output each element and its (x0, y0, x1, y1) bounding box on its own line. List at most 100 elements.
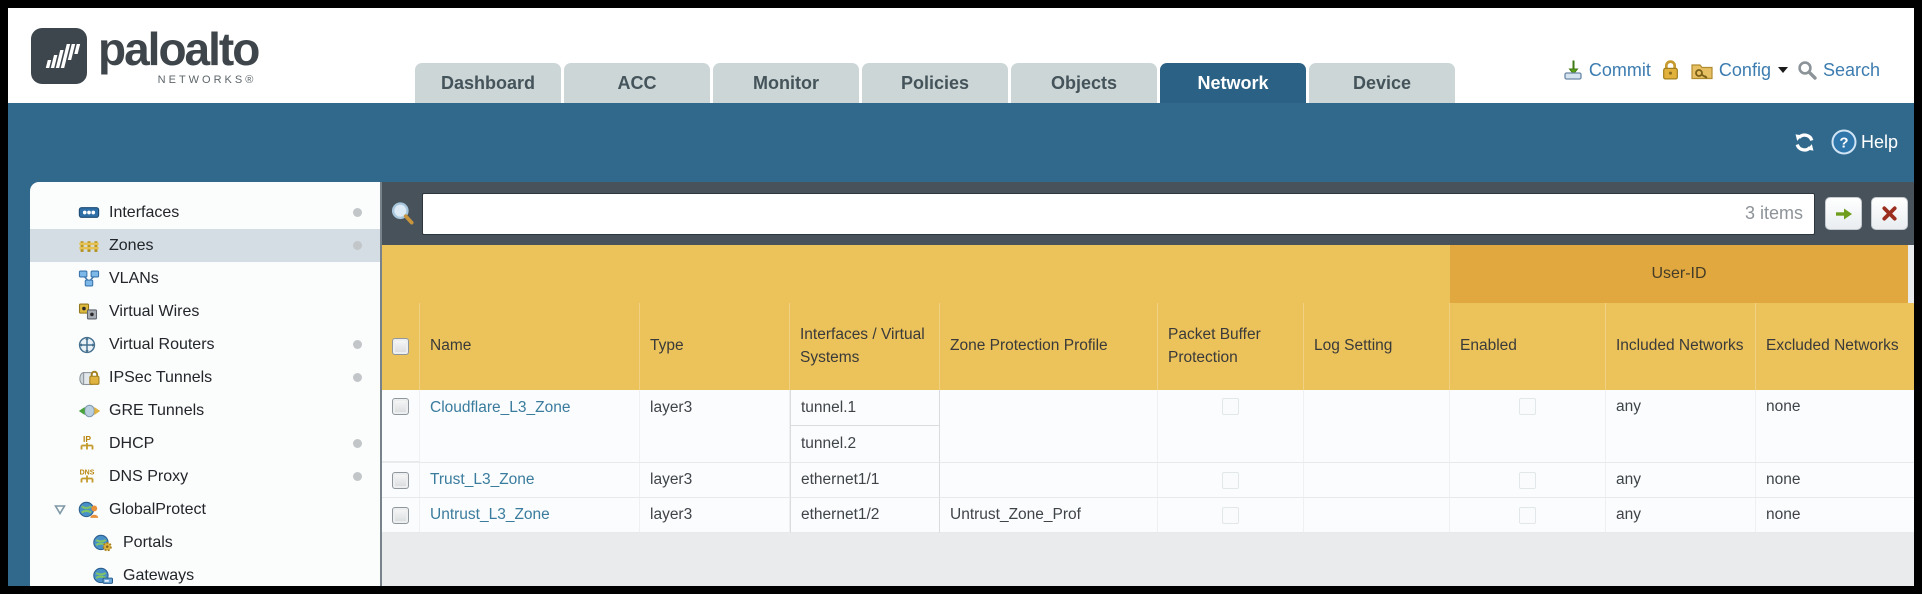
column-header-excluded-networks[interactable]: Excluded Networks (1756, 303, 1914, 390)
help-button[interactable]: ? Help (1831, 129, 1898, 155)
sidebar-item-interfaces[interactable]: Interfaces (30, 196, 380, 229)
column-header-log-setting[interactable]: Log Setting (1304, 303, 1450, 390)
zone-type-cell: layer3 (640, 390, 790, 463)
user-id-enabled-checkbox[interactable] (1519, 506, 1536, 524)
lock-icon[interactable] (1660, 59, 1681, 81)
refresh-icon[interactable] (1792, 131, 1817, 154)
packet-buffer-protection-checkbox[interactable] (1222, 506, 1239, 524)
vlans-icon (78, 270, 102, 287)
green-arrow-icon (1835, 208, 1852, 219)
filter-bar: 3 items (382, 182, 1914, 245)
packet-buffer-protection-checkbox[interactable] (1222, 471, 1239, 489)
row-checkbox[interactable] (392, 398, 409, 415)
apply-filter-button[interactable] (1825, 197, 1862, 230)
interface-item: tunnel.1 (791, 390, 939, 426)
interface-item: ethernet1/1 (801, 471, 880, 488)
user-id-enabled-checkbox[interactable] (1519, 398, 1536, 415)
gre-tunnels-icon (78, 402, 102, 419)
sidebar-item-dns-proxy[interactable]: DNS DNS Proxy (30, 460, 380, 493)
sidebar-item-gre-tunnels[interactable]: GRE Tunnels (30, 394, 380, 427)
tree-expand-icon[interactable] (54, 504, 66, 515)
log-setting-cell (1304, 463, 1450, 498)
log-setting-cell (1304, 498, 1450, 533)
user-id-enabled-cell (1450, 390, 1606, 463)
sidebar-item-vlans[interactable]: VLANs (30, 262, 380, 295)
packet-buffer-protection-cell (1158, 390, 1304, 463)
column-header-type[interactable]: Type (640, 303, 790, 390)
sidebar-item-zones[interactable]: Zones (30, 229, 380, 262)
zone-name-cell: Cloudflare_L3_Zone (420, 390, 640, 463)
user-id-enabled-cell (1450, 498, 1606, 533)
user-id-enabled-checkbox[interactable] (1519, 471, 1536, 489)
tab-dashboard[interactable]: Dashboard (415, 63, 561, 103)
sidebar-nav: Interfaces Zones VLANs (30, 182, 380, 586)
excluded-networks-cell: none (1756, 498, 1914, 533)
zone-protection-profile-cell (940, 390, 1158, 463)
app-frame: paloalto NETWORKS® Dashboard ACC Monitor… (8, 8, 1914, 586)
svg-text:?: ? (1839, 135, 1848, 152)
sidebar-item-ipsec-tunnels[interactable]: IPSec Tunnels (30, 361, 380, 394)
sidebar-item-dhcp[interactable]: IP DHCP (30, 427, 380, 460)
sidebar-item-globalprotect[interactable]: GlobalProtect (30, 493, 380, 526)
select-all-checkbox[interactable] (392, 338, 409, 355)
commit-label: Commit (1588, 59, 1651, 80)
zone-filter-input[interactable] (422, 192, 1815, 235)
excluded-networks-cell: none (1756, 463, 1914, 498)
packet-buffer-protection-checkbox[interactable] (1222, 398, 1239, 415)
tab-device[interactable]: Device (1309, 63, 1455, 103)
column-header-enabled[interactable]: Enabled (1450, 303, 1606, 390)
dns-proxy-icon: DNS (78, 468, 102, 485)
clear-filter-button[interactable] (1871, 197, 1908, 230)
header-actions: Commit Config S (1562, 59, 1880, 81)
excluded-networks-cell: none (1756, 390, 1914, 463)
user-id-enabled-cell (1450, 463, 1606, 498)
zone-name-cell: Trust_L3_Zone (420, 463, 640, 498)
column-header-name[interactable]: Name (420, 303, 640, 390)
sidebar-item-portals[interactable]: Portals (30, 526, 380, 559)
filter-search-icon (391, 201, 414, 225)
tab-acc[interactable]: ACC (564, 63, 710, 103)
column-header-interfaces[interactable]: Interfaces / Virtual Systems (790, 303, 940, 390)
help-label: Help (1860, 131, 1898, 152)
svg-text:IP: IP (83, 434, 91, 444)
row-checkbox[interactable] (392, 471, 409, 489)
help-icon: ? (1831, 129, 1857, 155)
tab-objects[interactable]: Objects (1011, 63, 1157, 103)
globalprotect-icon (78, 501, 102, 518)
column-header-zone-protection-profile[interactable]: Zone Protection Profile (940, 303, 1158, 390)
sidebar-item-virtual-wires[interactable]: Virtual Wires (30, 295, 380, 328)
zone-name-link[interactable]: Cloudflare_L3_Zone (430, 399, 571, 416)
row-checkbox[interactable] (392, 506, 409, 524)
zone-name-link[interactable]: Trust_L3_Zone (430, 471, 535, 488)
zone-interfaces-cell: ethernet1/1 (790, 463, 940, 498)
user-id-group-header: User-ID (1450, 245, 1908, 303)
chevron-down-icon (1777, 67, 1788, 73)
search-icon (1798, 60, 1817, 80)
content-panel: 3 items User-ID (380, 182, 1914, 586)
portals-icon (92, 534, 116, 551)
workspace: ? Help Interfaces Zones (8, 103, 1914, 586)
table-row-checkbox-cell (382, 390, 420, 462)
main-tabs: Dashboard ACC Monitor Policies Objects N… (415, 63, 1458, 103)
sidebar-item-gateways[interactable]: Gateways (30, 559, 380, 586)
search-button[interactable]: Search (1797, 60, 1880, 81)
config-label: Config (1718, 59, 1771, 80)
tab-network[interactable]: Network (1160, 63, 1306, 103)
packet-buffer-protection-cell (1158, 463, 1304, 498)
gateways-icon (92, 567, 116, 584)
item-dot (353, 439, 362, 448)
column-header-included-networks[interactable]: Included Networks (1606, 303, 1756, 390)
included-networks-cell: any (1606, 390, 1756, 463)
zone-interfaces-cell: tunnel.1 tunnel.2 (790, 390, 940, 463)
commit-button[interactable]: Commit (1562, 59, 1651, 81)
tab-policies[interactable]: Policies (862, 63, 1008, 103)
included-networks-cell: any (1606, 498, 1756, 533)
zone-name-cell: Untrust_L3_Zone (420, 498, 640, 533)
table-empty-area (382, 533, 1914, 586)
interface-item: tunnel.2 (801, 435, 857, 452)
zone-name-link[interactable]: Untrust_L3_Zone (430, 506, 550, 523)
column-header-packet-buffer-protection[interactable]: Packet Buffer Protection (1158, 303, 1304, 390)
sidebar-item-virtual-routers[interactable]: Virtual Routers (30, 328, 380, 361)
config-menu-button[interactable]: Config (1690, 60, 1788, 81)
tab-monitor[interactable]: Monitor (713, 63, 859, 103)
